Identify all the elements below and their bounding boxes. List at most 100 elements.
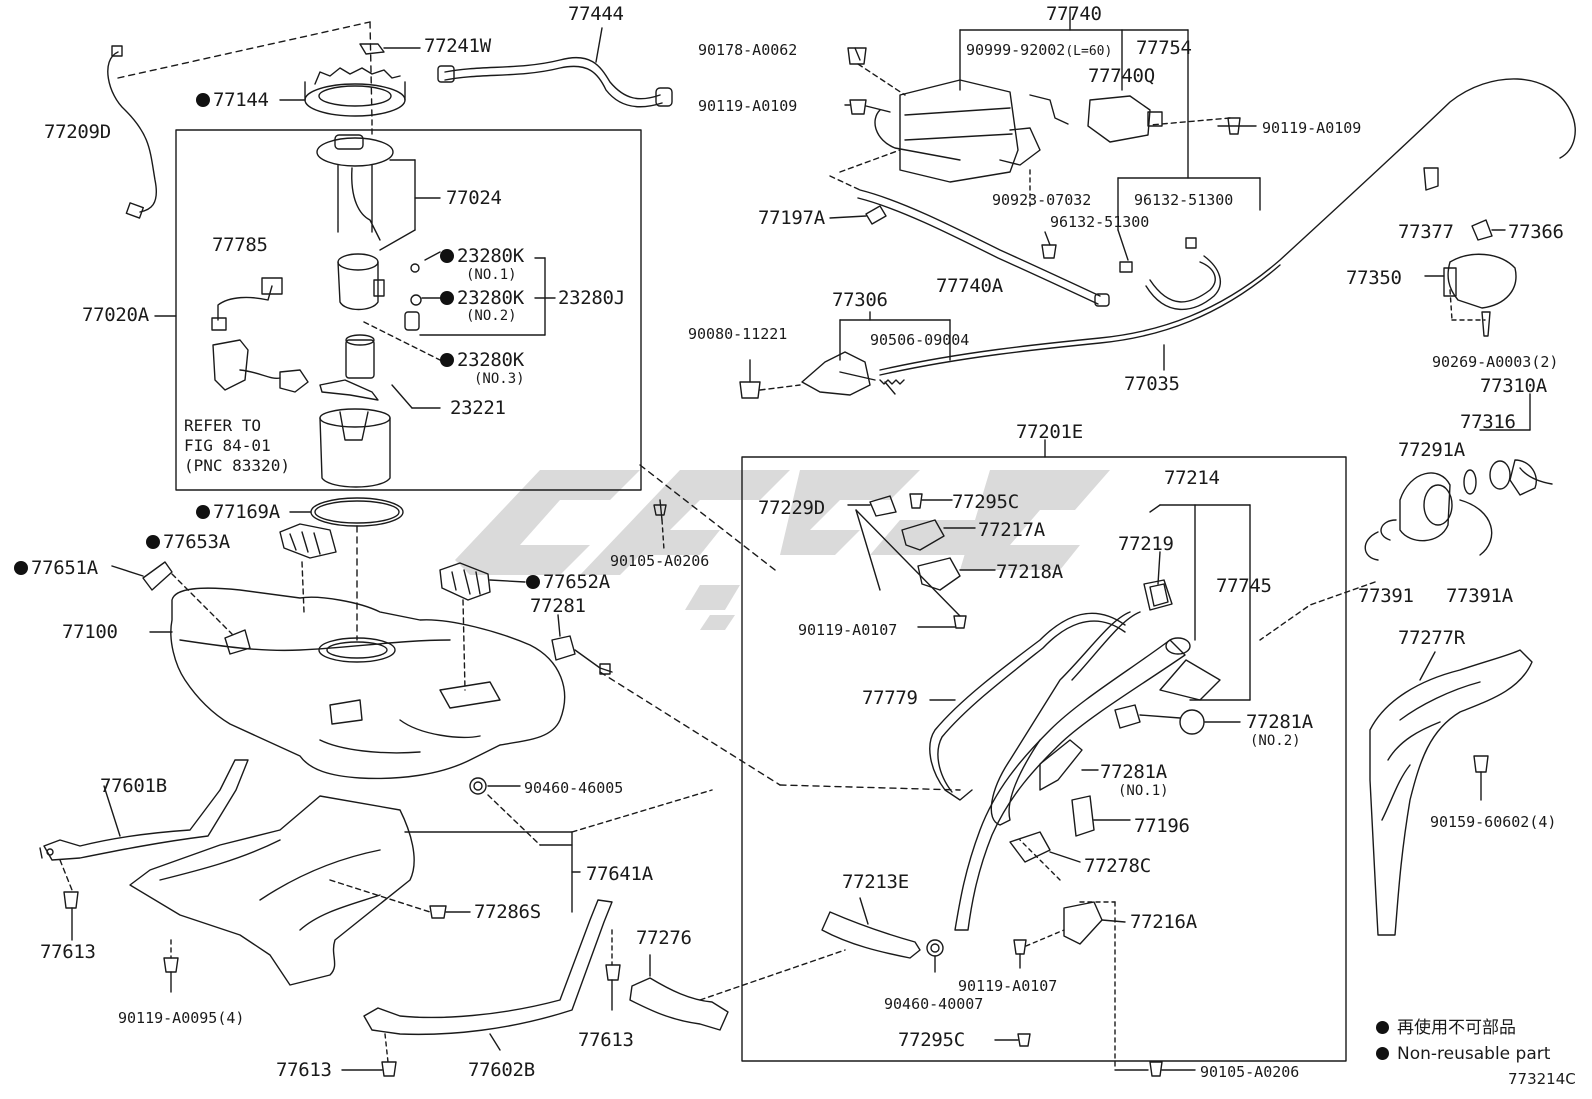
part-label-77785: 77785 xyxy=(212,234,268,256)
part-number-text: 90999-92002 xyxy=(966,41,1066,59)
legend-japanese: 再使用不可部品 xyxy=(1376,1016,1516,1040)
part-number-text: 23280K xyxy=(457,349,524,371)
part-label-77641a: 77641A xyxy=(586,863,653,885)
strap-77602b xyxy=(363,899,613,1036)
part-label-90105-a0206-top: 90105-A0206 xyxy=(610,552,710,570)
part-number-text: 77652A xyxy=(543,571,610,593)
part-label-77213e: 77213E xyxy=(842,871,909,893)
fuel-lid-77350 xyxy=(1447,253,1517,309)
part-number-text: 77653A xyxy=(163,531,230,553)
part-label-90923-07032: 90923-07032 xyxy=(992,191,1092,209)
non-reusable-bullet-icon xyxy=(196,93,210,107)
part-label-77214: 77214 xyxy=(1164,467,1220,489)
part-label-77277r: 77277R xyxy=(1398,627,1465,649)
part-label-77197a: 77197A xyxy=(758,207,825,229)
part-label-77391: 77391 xyxy=(1358,585,1414,607)
part-label-90159-60602: 90159-60602(4) xyxy=(1430,813,1557,831)
non-reusable-bullet-icon xyxy=(1376,1047,1389,1060)
filler-pipe-frame xyxy=(741,456,1347,1062)
part-label-23280k-no2: 23280K xyxy=(440,288,524,308)
part-label-77651a: 77651A xyxy=(14,558,98,578)
part-label-90269-a0003: 90269-A0003(2) xyxy=(1432,353,1559,371)
part-label-77218a: 77218A xyxy=(996,561,1063,583)
non-reusable-bullet-icon xyxy=(440,353,454,367)
strap-77601b xyxy=(43,759,249,861)
part-sublabel-no2: (NO.2) xyxy=(1250,733,1301,749)
part-label-77613-left: 77613 xyxy=(40,941,96,963)
watermark-logo xyxy=(455,470,1110,630)
figure-code: 773214C xyxy=(1508,1070,1576,1088)
hose-77444 xyxy=(444,56,661,100)
canister-77740 xyxy=(899,79,1019,183)
part-label-23280k-no1: 23280K xyxy=(440,246,524,266)
harness-77785 xyxy=(217,285,273,321)
part-label-77201e: 77201E xyxy=(1016,421,1083,443)
part-label-77209d: 77209D xyxy=(44,121,111,143)
part-label-90119-a0109-left: 90119-A0109 xyxy=(698,97,798,115)
part-label-77745: 77745 xyxy=(1216,575,1272,597)
hose-77276 xyxy=(629,977,729,1031)
part-label-77653a: 77653A xyxy=(146,532,230,552)
part-label-90119-a0109-right: 90119-A0109 xyxy=(1262,119,1362,137)
part-label-90119-a0095: 90119-A0095(4) xyxy=(118,1009,245,1027)
part-label-77020a: 77020A xyxy=(82,304,149,326)
part-label-77024: 77024 xyxy=(446,187,502,209)
part-label-77779: 77779 xyxy=(862,687,918,709)
legend-english: Non-reusable part xyxy=(1376,1042,1550,1066)
part-label-77601b: 77601B xyxy=(100,775,167,797)
vent-tube-77779 xyxy=(929,612,1126,801)
part-label-77196: 77196 xyxy=(1134,815,1190,837)
part-sublabel-no2: (NO.2) xyxy=(466,308,517,324)
part-label-77740a: 77740A xyxy=(936,275,1003,297)
part-label-77100: 77100 xyxy=(62,621,118,643)
part-number-text: 23280K xyxy=(457,287,524,309)
non-reusable-bullet-icon xyxy=(440,249,454,263)
part-label-77291a: 77291A xyxy=(1398,439,1465,461)
part-label-77216a: 77216A xyxy=(1130,911,1197,933)
hose-77213e xyxy=(821,911,921,959)
part-label-77281a-no1: 77281A xyxy=(1100,761,1167,783)
part-sublabel-no1: (NO.1) xyxy=(466,267,517,283)
part-label-77219: 77219 xyxy=(1118,533,1174,555)
non-reusable-bullet-icon xyxy=(526,575,540,589)
part-number-text: 77144 xyxy=(213,89,269,111)
part-label-90999-92002: 90999-92002(L=60) xyxy=(966,40,1112,62)
part-label-77286s: 77286S xyxy=(474,901,541,923)
part-label-77144: 77144 xyxy=(196,90,269,110)
part-label-90119-a0107-bottom: 90119-A0107 xyxy=(958,977,1058,995)
part-label-77229d: 77229D xyxy=(758,497,825,519)
part-label-23221: 23221 xyxy=(450,397,506,419)
part-sublabel-no1: (NO.1) xyxy=(1118,783,1169,799)
part-label-77613-bottom: 77613 xyxy=(276,1059,332,1081)
non-reusable-bullet-icon xyxy=(146,535,160,549)
part-label-77169a: 77169A xyxy=(196,502,280,522)
part-sublabel-length: (L=60) xyxy=(1065,44,1113,59)
non-reusable-bullet-icon xyxy=(1376,1021,1389,1034)
part-label-77310a: 77310A xyxy=(1480,375,1547,397)
part-label-77281a-no2: 77281A xyxy=(1246,711,1313,733)
non-reusable-bullet-icon xyxy=(440,291,454,305)
part-label-23280k-no3: 23280K xyxy=(440,350,524,370)
part-label-23280j: 23280J xyxy=(558,287,625,309)
part-label-77316: 77316 xyxy=(1460,411,1516,433)
part-label-90460-40007: 90460-40007 xyxy=(884,995,984,1013)
protector-77641a xyxy=(129,795,415,986)
part-label-90460-46005: 90460-46005 xyxy=(524,779,624,797)
part-label-90178-a0062: 90178-A0062 xyxy=(698,41,798,59)
part-label-77366: 77366 xyxy=(1508,221,1564,243)
refer-to-fig-note: REFER TO FIG 84-01 (PNC 83320) xyxy=(184,416,290,476)
part-label-77241w: 77241W xyxy=(424,35,491,57)
part-number-text: 23280K xyxy=(457,245,524,267)
part-label-90506-09004: 90506-09004 xyxy=(870,331,970,349)
filler-pipe-77201e xyxy=(954,639,1186,931)
part-label-77613-right: 77613 xyxy=(578,1029,634,1051)
part-label-77281: 77281 xyxy=(530,595,586,617)
part-sublabel-no3: (NO.3) xyxy=(474,371,525,387)
part-label-77391a: 77391A xyxy=(1446,585,1513,607)
part-label-77444: 77444 xyxy=(568,3,624,25)
part-number-text: 77651A xyxy=(31,557,98,579)
pipe-77740a xyxy=(859,189,1101,297)
part-label-77276: 77276 xyxy=(636,927,692,949)
non-reusable-bullet-icon xyxy=(196,505,210,519)
part-label-77295c-bottom: 77295C xyxy=(898,1029,965,1051)
